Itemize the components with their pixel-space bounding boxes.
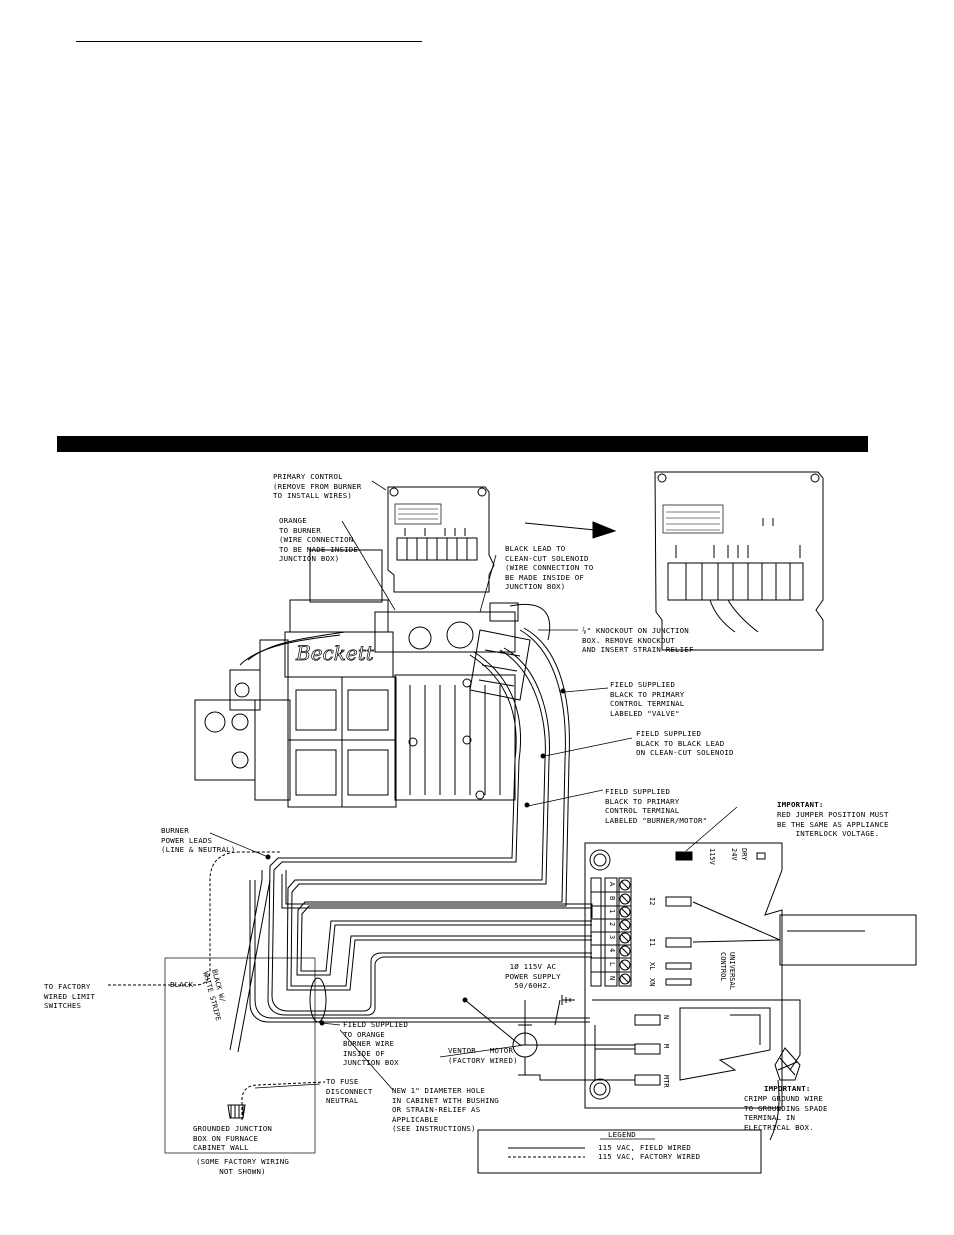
- term-1: 1: [608, 909, 616, 913]
- label-to-fuse: TO FUSE DISCONNECT NEUTRAL: [326, 1077, 373, 1106]
- label-grounded-box: GROUNDED JUNCTION BOX ON FURNACE CABINET…: [193, 1124, 273, 1153]
- label-n: N: [662, 1015, 670, 1019]
- label-black-lead-solenoid: BLACK LEAD TO CLEAN-CUT SOLENOID (WIRE C…: [505, 544, 594, 592]
- legend-title: LEGEND: [608, 1130, 636, 1139]
- label-m: M: [662, 1044, 670, 1048]
- term-B: B: [608, 896, 616, 900]
- label-115v: 115V: [708, 848, 716, 866]
- term-3: 3: [608, 935, 616, 939]
- arrow-head: [592, 521, 617, 539]
- primary-control-right: [654, 471, 824, 651]
- burner-assembly: [194, 549, 551, 808]
- label-important-ground-title: IMPORTANT:: [764, 1084, 811, 1093]
- label-field-black-lead: FIELD SUPPLIED BLACK TO BLACK LEAD ON CL…: [636, 729, 734, 758]
- term-L: L: [608, 962, 616, 966]
- legend-box: [477, 1129, 762, 1174]
- label-new-hole: NEW 1" DIAMETER HOLE IN CABINET WITH BUS…: [392, 1086, 499, 1134]
- label-vent-motor: VENTOR - MOTOR (FACTORY WIRED): [448, 1046, 518, 1065]
- section-divider-bar: [57, 436, 868, 452]
- term-4: 4: [608, 948, 616, 952]
- label-black-white-stripe: BLACK W/WHITE STRIPE: [201, 968, 231, 1021]
- ground-terminal: [774, 1047, 801, 1081]
- legend-field-wired: 115 VAC, FIELD WIRED: [598, 1143, 691, 1152]
- label-power-supply: 1Ø 115V AC POWER SUPPLY 50/60HZ.: [505, 962, 561, 991]
- term-N: N: [608, 976, 616, 980]
- brand-logo: Beckett: [295, 641, 375, 665]
- label-some-factory: (SOME FACTORY WIRING NOT SHOWN): [196, 1157, 289, 1176]
- label-field-burner-motor: FIELD SUPPLIED BLACK TO PRIMARY CONTROL …: [605, 787, 708, 825]
- label-xn: XN: [648, 978, 656, 986]
- label-i2: I2: [648, 897, 656, 905]
- label-important-ground-body: CRIMP GROUND WIRE TO GROUNDING SPADE TER…: [744, 1094, 828, 1132]
- label-i1: I1: [648, 938, 656, 946]
- label-mtr: MTR: [662, 1075, 670, 1088]
- callout-box: [779, 914, 917, 966]
- leader-i2: [692, 901, 781, 941]
- label-field-orange: FIELD SUPPLIED TO ORANGE BURNER WIRE INS…: [343, 1020, 409, 1068]
- cabinet-hole: [309, 977, 327, 1023]
- factory-wires: [108, 851, 326, 1120]
- field-wires: [229, 627, 801, 1141]
- label-knockout: ⅞" KNOCKOUT ON JUNCTION BOX. REMOVE KNOC…: [582, 626, 694, 655]
- cabinet-box: [164, 957, 316, 1154]
- label-field-valve: FIELD SUPPLIED BLACK TO PRIMARY CONTROL …: [610, 680, 685, 718]
- label-burner-power-leads: BURNER POWER LEADS (LINE & NEUTRAL): [161, 826, 236, 855]
- label-xl: XL: [648, 962, 656, 970]
- term-A: A: [608, 882, 616, 887]
- label-universal: UNIVERSALCONTROL: [719, 952, 736, 990]
- label-primary-control: PRIMARY CONTROL (REMOVE FROM BURNER TO I…: [273, 472, 362, 501]
- label-dry: DRY: [740, 848, 748, 861]
- header-underline: [76, 41, 422, 42]
- label-important-jumper-title: IMPORTANT:: [777, 800, 824, 809]
- grounded-junction: [227, 1104, 246, 1119]
- primary-control-left: [387, 486, 495, 593]
- leader-lines: [209, 480, 738, 1091]
- leader-i1: [692, 939, 781, 943]
- label-24v: 24V: [730, 848, 738, 861]
- red-jumper: [675, 851, 693, 861]
- arrow-line: [524, 522, 596, 531]
- label-important-jumper-body: RED JUMPER POSITION MUST BE THE SAME AS …: [777, 810, 889, 839]
- term-2: 2: [608, 922, 616, 926]
- legend-factory-wired: 115 VAC, FACTORY WIRED: [598, 1152, 701, 1161]
- universal-control-board: [584, 842, 783, 1109]
- label-to-factory-limit: TO FACTORY WIRED LIMIT SWITCHES: [44, 982, 96, 1011]
- label-orange-to-burner: ORANGE TO BURNER (WIRE CONNECTION TO BE …: [279, 516, 359, 564]
- vent-motor: [512, 1024, 538, 1076]
- label-black: BLACK: [170, 980, 194, 989]
